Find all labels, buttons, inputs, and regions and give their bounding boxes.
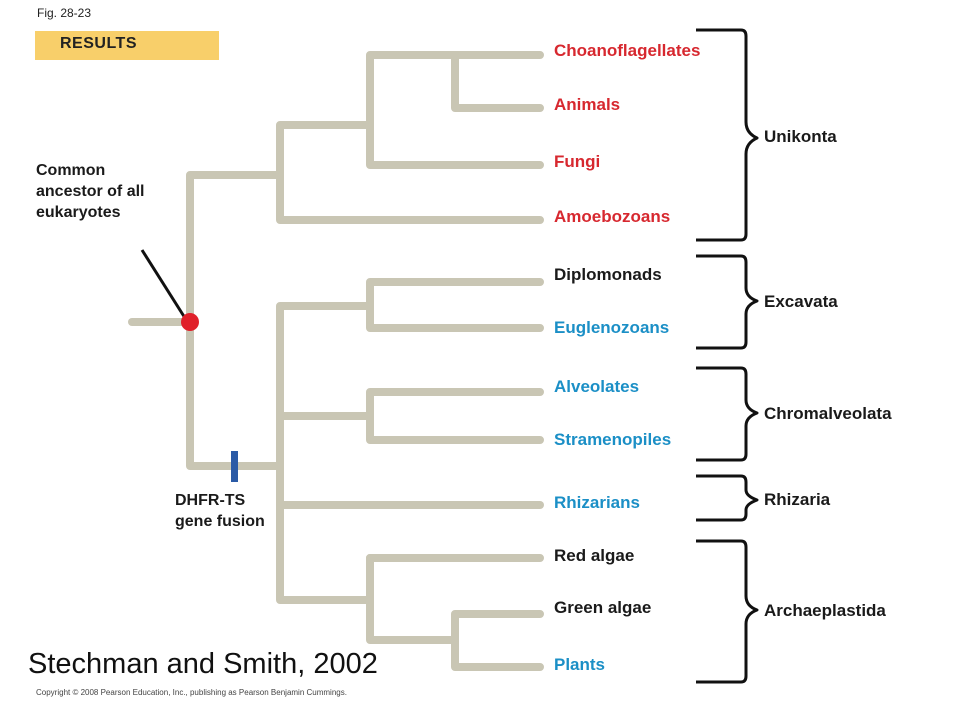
citation: Stechman and Smith, 2002 [28, 648, 378, 680]
results-label: RESULTS [60, 35, 137, 52]
supergroup-excavata: Excavata [764, 292, 838, 311]
supergroup-brackets [696, 28, 759, 684]
supergroup-archaeplastida: Archaeplastida [764, 601, 886, 620]
taxon-choanoflagellates: Choanoflagellates [554, 41, 701, 60]
taxon-alveolates: Alveolates [554, 377, 640, 396]
taxon-rhizarians: Rhizarians [554, 493, 640, 512]
results-banner [35, 31, 219, 60]
unikonta-clade-branch [276, 121, 544, 224]
bracket-rhizaria [696, 474, 759, 522]
figure-label: Fig. 28-23 [37, 6, 92, 20]
chromalveolata-clade-branch [366, 388, 544, 444]
bracket-archaeplastida [696, 539, 759, 684]
archaeplastida-clade-branch [366, 554, 544, 609]
taxon-fungi: Fungi [554, 152, 601, 171]
ancestor-pointer-line [140, 249, 187, 319]
fusion-marker [231, 451, 238, 482]
taxon-diplomonads: Diplomonads [554, 265, 662, 284]
taxon-stramenopiles: Stramenopiles [554, 430, 672, 449]
supergroup-unikonta: Unikonta [764, 127, 837, 146]
bracket-unikonta [696, 28, 759, 242]
bikont-backbone-branch [276, 302, 374, 604]
gene-fusion-label: DHFR-TS gene fusion [175, 492, 265, 530]
taxon-euglenozoans: Euglenozoans [554, 318, 670, 337]
excavata-clade-branch [366, 278, 544, 332]
ancestor-dot [181, 313, 199, 331]
tree-branches [128, 51, 544, 671]
archaeplastida-lower-branch [366, 554, 459, 644]
copyright-notice: Copyright © 2008 Pearson Education, Inc.… [36, 688, 347, 697]
choano-animal-clade-branch [451, 51, 544, 112]
green-plants-clade-branch [451, 610, 544, 671]
taxon-plants: Plants [554, 655, 606, 674]
opisthokont-clade-branch [366, 51, 544, 169]
taxon-animals: Animals [554, 95, 621, 114]
bracket-excavata [696, 254, 759, 350]
supergroup-rhizaria: Rhizaria [764, 490, 831, 509]
taxon-amoebozoans: Amoebozoans [554, 207, 671, 226]
basal-split-branch [186, 171, 284, 470]
taxon-red-algae: Red algae [554, 546, 635, 565]
taxon-green-algae: Green algae [554, 598, 652, 617]
common-ancestor-label: Common ancestor of all eukaryotes [36, 162, 145, 221]
supergroup-chromalveolata: Chromalveolata [764, 404, 892, 423]
bracket-chromalveolata [696, 366, 759, 462]
